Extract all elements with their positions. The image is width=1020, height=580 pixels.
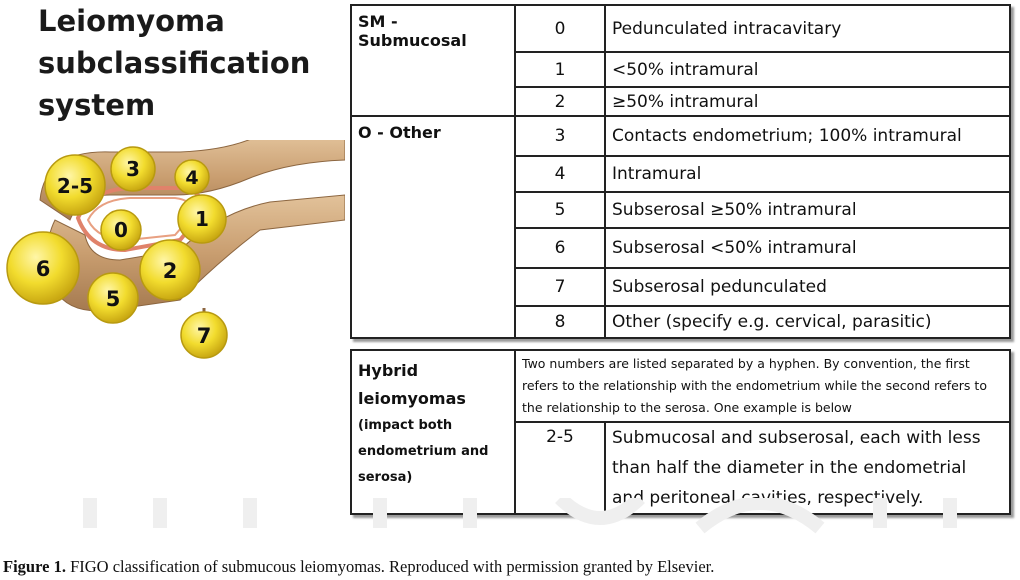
type-number: 2 <box>514 86 606 117</box>
type-number: 4 <box>514 155 606 193</box>
type-number: 1 <box>514 51 606 88</box>
table-row: 4 Intramural <box>351 155 1011 193</box>
type-description: Subserosal pedunculated <box>604 267 1011 307</box>
classification-table: SM - Submucosal 0 Pedunculated intracavi… <box>350 4 1011 339</box>
heading-line-2: subclassification <box>38 46 311 80</box>
fibroid-label: 3 <box>126 157 140 181</box>
table-row: 8 Other (specify e.g. cervical, parasiti… <box>351 305 1011 339</box>
table-row: 5 Subserosal ≥50% intramural <box>351 191 1011 229</box>
caption-label: Figure 1. <box>3 557 66 576</box>
hybrid-example-description: Submucosal and subserosal, each with les… <box>604 421 1011 515</box>
type-description: Contacts endometrium; 100% intramural <box>604 115 1011 157</box>
heading-line-3: system <box>38 88 156 122</box>
fibroid-label: 5 <box>106 287 121 311</box>
table-row: SM - Submucosal 0 Pedunculated intracavi… <box>350 4 1011 117</box>
fibroid-label: 6 <box>36 257 51 281</box>
fibroid-label: 2-5 <box>57 174 93 198</box>
table-row: 2-5 Submucosal and subserosal, each with… <box>351 421 1011 515</box>
fibroid-label: 7 <box>197 324 212 348</box>
hybrid-note: Two numbers are listed separated by a hy… <box>514 349 1011 423</box>
hybrid-example-line-1: Submucosal and subserosal, each with les… <box>612 428 981 448</box>
table-row: Hybrid leiomyomas (impact both endometri… <box>350 349 1011 515</box>
type-number: 7 <box>514 267 606 307</box>
type-description: Other (specify e.g. cervical, parasitic) <box>604 305 1011 339</box>
type-number: 6 <box>514 227 606 269</box>
fibroid-3: 3 <box>110 146 156 192</box>
hybrid-table: Hybrid leiomyomas (impact both endometri… <box>350 349 1011 515</box>
caption-text: FIGO classification of submucous leiomyo… <box>65 557 715 576</box>
fibroid-2: 2 <box>139 239 201 301</box>
fibroid-6: 6 <box>6 231 80 305</box>
heading-line-1: Leiomyoma <box>38 4 225 38</box>
hybrid-note-line-1: Two numbers are listed separated by a hy… <box>522 356 970 371</box>
type-description: ≥50% intramural <box>604 86 1011 117</box>
fibroid-5: 5 <box>87 272 139 324</box>
fibroid-2-5: 2-5 <box>44 154 106 216</box>
type-number: 3 <box>514 115 606 157</box>
type-description: <50% intramural <box>604 51 1011 88</box>
category-other: O - Other <box>350 115 516 339</box>
fibroid-label: 2 <box>163 259 178 283</box>
type-number: 0 <box>514 4 606 53</box>
type-number: 5 <box>514 191 606 229</box>
fibroid-1: 1 <box>177 194 227 244</box>
hybrid-example-line-2: than half the diameter in the endometria… <box>612 458 967 478</box>
hybrid-sub-2: endometrium and <box>358 444 489 459</box>
fibroid-label: 4 <box>185 167 198 189</box>
type-number: 8 <box>514 305 606 339</box>
fibroid-label: 0 <box>114 218 128 242</box>
table-row: O - Other 3 Contacts endometrium; 100% i… <box>350 115 1011 339</box>
hybrid-note-line-2: refers to the relationship with the endo… <box>522 378 987 393</box>
fibroid-4: 4 <box>174 159 210 195</box>
hybrid-sub-3: serosa) <box>358 470 413 485</box>
type-description: Subserosal ≥50% intramural <box>604 191 1011 229</box>
hybrid-sub-1: (impact both <box>358 418 453 433</box>
type-description: Subserosal <50% intramural <box>604 227 1011 269</box>
category-submucosal: SM - Submucosal <box>350 4 516 117</box>
hybrid-title-1: Hybrid <box>358 361 419 380</box>
watermark-graphic <box>83 498 957 534</box>
category-hybrid: Hybrid leiomyomas (impact both endometri… <box>350 349 516 515</box>
figure-caption: Figure 1. FIGO classification of submuco… <box>3 557 1013 577</box>
fibroid-7: 7 <box>180 308 228 359</box>
table-row: 6 Subserosal <50% intramural <box>351 227 1011 269</box>
hybrid-note-line-3: the relationship to the serosa. One exam… <box>522 400 852 415</box>
diagram-heading: Leiomyoma subclassification system <box>38 0 348 126</box>
fibroid-0: 0 <box>100 209 142 251</box>
fibroid-label: 1 <box>195 207 209 231</box>
table-row: 1 <50% intramural <box>351 51 1011 88</box>
type-description: Intramural <box>604 155 1011 193</box>
table-row: 7 Subserosal pedunculated <box>351 267 1011 307</box>
hybrid-title-2: leiomyomas <box>358 389 466 408</box>
uterus-diagram: 2-5 3 4 0 1 6 2 5 7 <box>6 140 345 359</box>
table-row: 2 ≥50% intramural <box>351 86 1011 117</box>
type-description: Pedunculated intracavitary <box>604 4 1011 53</box>
